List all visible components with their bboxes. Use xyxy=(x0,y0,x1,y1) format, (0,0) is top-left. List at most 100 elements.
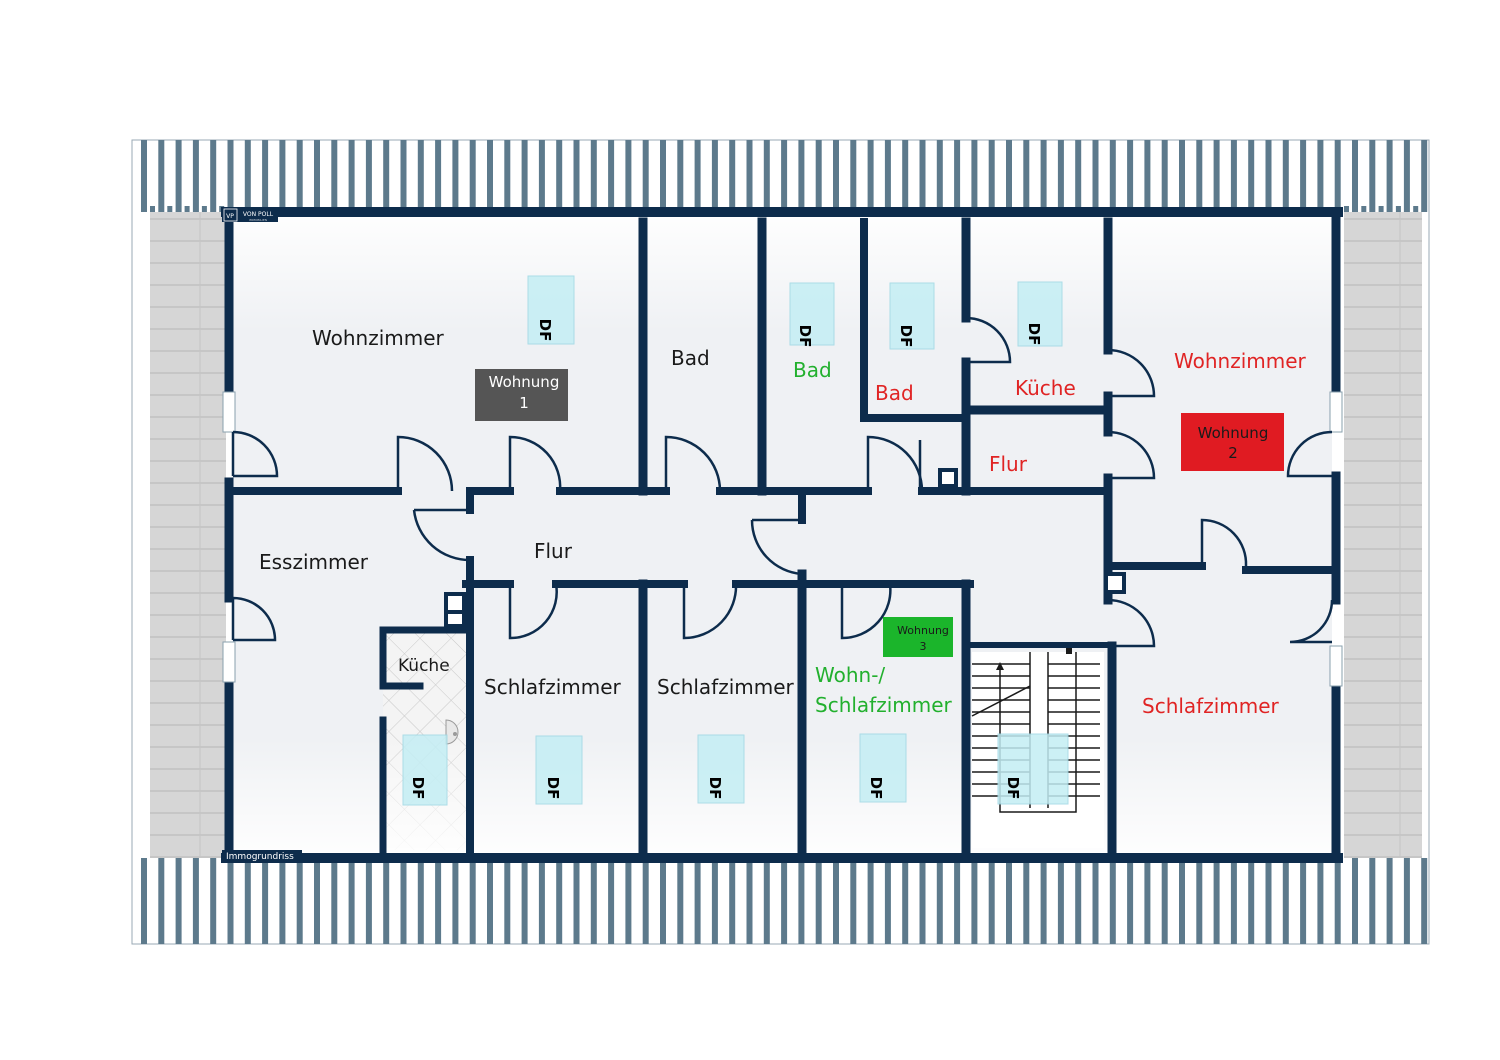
badge-wohnung-2-line1: Wohnung xyxy=(1198,424,1269,442)
roof-stripe xyxy=(141,858,147,944)
roof-stripe xyxy=(781,140,788,212)
skylight-window xyxy=(789,282,835,346)
skylight-window xyxy=(535,735,583,805)
roof-stripe xyxy=(192,858,199,944)
roof-stripe xyxy=(1057,140,1064,212)
room-schlafzimmer-1: Schlafzimmer xyxy=(484,675,622,699)
roof-stripe xyxy=(262,140,269,212)
roof-stripe xyxy=(936,140,943,212)
roof-stripe xyxy=(573,140,580,212)
roof-stripe xyxy=(625,140,632,212)
roof-stripe xyxy=(1109,140,1116,212)
roof-stripe xyxy=(1230,140,1237,212)
credit-badge: Immogrundriss xyxy=(222,850,302,862)
room-esszimmer: Esszimmer xyxy=(259,550,369,574)
roof-stripe xyxy=(469,858,476,944)
room-wohnzimmer-2: Wohnzimmer xyxy=(1174,349,1307,373)
door-flur-2 xyxy=(1107,430,1156,480)
skylight-label: DF xyxy=(796,325,814,348)
roof-stripe xyxy=(331,858,338,944)
roof-stripe xyxy=(244,858,251,944)
roof-stripe xyxy=(1109,858,1116,944)
roof-stripe xyxy=(504,140,511,212)
roof-stripe xyxy=(556,858,563,944)
door-wohn-schlaf xyxy=(840,583,892,640)
roof-stripe xyxy=(694,858,701,944)
skylight-window xyxy=(997,733,1069,805)
roof-stripe xyxy=(798,858,805,944)
room-flur-1: Flur xyxy=(534,539,573,563)
roof-stripe xyxy=(694,140,701,212)
room-bad-1: Bad xyxy=(671,346,710,370)
roof-stripe xyxy=(1352,140,1358,212)
roof-stripe xyxy=(625,858,632,944)
roof-stripe xyxy=(1248,858,1255,944)
roof-stripe xyxy=(1361,206,1367,214)
roof-stripe xyxy=(1403,858,1410,944)
roof-stripe xyxy=(729,858,736,944)
roof-stripe xyxy=(400,140,407,212)
roof-stripe xyxy=(608,858,615,944)
roof-stripe xyxy=(902,858,909,944)
roof-stripe xyxy=(833,858,839,944)
roof-stripe xyxy=(902,140,909,212)
roof-stripe xyxy=(521,858,528,944)
roof-stripe xyxy=(815,858,822,944)
roof-stripe xyxy=(1213,140,1220,212)
roof-stripe xyxy=(158,858,165,944)
roof-stripe xyxy=(1023,140,1030,212)
roof-stripe xyxy=(348,858,355,944)
roof-stripe xyxy=(365,140,372,212)
roof-stripe xyxy=(435,140,442,212)
roof-stripe xyxy=(435,858,442,944)
roof-stripe xyxy=(279,140,286,212)
badge-wohnung-2-line2: 2 xyxy=(1228,444,1238,462)
roof-stripe xyxy=(1369,140,1376,212)
roof-stripe xyxy=(504,858,511,944)
window-left-upper xyxy=(222,391,236,433)
roof-stripe xyxy=(746,140,753,212)
door-schlafzimmer-1 xyxy=(508,583,558,640)
room-schlafzimmer-2: Schlafzimmer xyxy=(657,675,795,699)
roof-stripe xyxy=(1144,140,1151,212)
room-kueche-1: Küche xyxy=(398,656,450,676)
room-bad-2: Bad xyxy=(875,381,914,405)
shafts xyxy=(444,468,1126,628)
roof-stripe xyxy=(867,858,874,944)
roof-stripe xyxy=(573,858,580,944)
roof-stripe xyxy=(919,140,926,212)
roof-stripe xyxy=(746,858,753,944)
roof-stripe xyxy=(1040,140,1047,212)
roof-stripe xyxy=(1403,140,1410,212)
roof-stripe xyxy=(815,140,822,212)
roof-stripe xyxy=(184,206,190,214)
roof-stripe xyxy=(729,140,736,212)
doors xyxy=(231,316,1334,648)
roof-stripe xyxy=(1300,858,1307,944)
roof-stripe xyxy=(521,140,528,212)
roof-stripe xyxy=(677,858,684,944)
skylight-window xyxy=(697,734,745,804)
roof-stripe xyxy=(954,858,961,944)
skylight-window xyxy=(527,275,575,345)
roof-stripe xyxy=(227,858,234,944)
roof-stripe xyxy=(1386,140,1393,212)
roof-stripe xyxy=(244,140,251,212)
window-left-lower xyxy=(222,641,236,683)
roof-stripe xyxy=(850,858,857,944)
skylight-label: DF xyxy=(1004,777,1022,800)
roof-stripe xyxy=(487,140,493,212)
room-schlafzimmer-3: Schlafzimmer xyxy=(1142,694,1280,718)
roof-stripe xyxy=(175,140,182,212)
roof-stripe xyxy=(210,140,217,212)
walls xyxy=(221,207,1343,863)
roof-stripe xyxy=(590,858,597,944)
roof-stripe xyxy=(1040,858,1047,944)
roof-stripe xyxy=(227,140,234,212)
roof-stripe xyxy=(556,140,563,212)
door-schlafzimmer-2 xyxy=(682,583,738,640)
roof-stripe xyxy=(192,140,199,212)
roof-stripe xyxy=(590,140,597,212)
roof-stripe xyxy=(660,858,666,944)
skylight-label: DF xyxy=(867,777,885,800)
